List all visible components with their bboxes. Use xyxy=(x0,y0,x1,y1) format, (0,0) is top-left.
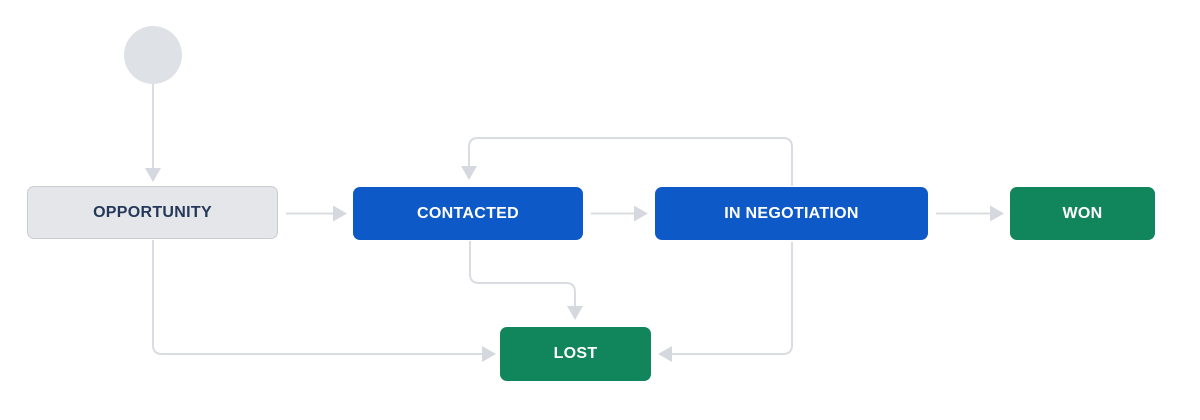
transition-line[interactable] xyxy=(468,137,793,186)
arrowhead-down-icon[interactable] xyxy=(145,168,161,182)
transition-start-to-opportunity[interactable] xyxy=(145,84,161,182)
transition-line[interactable] xyxy=(469,241,576,307)
transition-contacted-to-negotiation[interactable] xyxy=(591,205,648,222)
start-node[interactable] xyxy=(124,26,182,84)
status-node-opportunity[interactable]: OPPORTUNITY xyxy=(27,186,278,239)
arrowhead-left-icon[interactable] xyxy=(658,346,672,362)
transition-negotiation-to-lost[interactable] xyxy=(658,242,793,362)
arrowhead-right-icon[interactable] xyxy=(482,346,496,362)
status-label: LOST xyxy=(553,345,598,362)
transition-opportunity-to-contacted[interactable] xyxy=(286,205,347,222)
status-label: OPPORTUNITY xyxy=(93,203,212,221)
transition-negotiation-to-won[interactable] xyxy=(936,205,1004,222)
arrowhead-down-icon[interactable] xyxy=(461,166,477,180)
status-node-won[interactable]: WON xyxy=(1010,187,1155,240)
arrowhead-right-icon[interactable] xyxy=(634,205,648,222)
status-label: IN NEGOTIATION xyxy=(724,204,859,222)
transition-contacted-to-lost[interactable] xyxy=(469,241,583,320)
transition-opportunity-to-lost[interactable] xyxy=(152,240,496,362)
status-node-in-negotiation[interactable]: IN NEGOTIATION xyxy=(655,187,928,240)
status-label: CONTACTED xyxy=(417,204,519,222)
status-node-contacted[interactable]: CONTACTED xyxy=(353,187,583,240)
arrowhead-right-icon[interactable] xyxy=(990,205,1004,222)
transition-negotiation-to-contacted-loop[interactable] xyxy=(461,137,793,186)
transition-line[interactable] xyxy=(672,242,793,355)
transition-line[interactable] xyxy=(152,240,482,355)
status-node-lost[interactable]: LOST xyxy=(500,327,651,381)
arrowhead-right-icon[interactable] xyxy=(333,205,347,222)
arrowhead-down-icon[interactable] xyxy=(567,306,583,320)
status-label: WON xyxy=(1062,204,1103,222)
